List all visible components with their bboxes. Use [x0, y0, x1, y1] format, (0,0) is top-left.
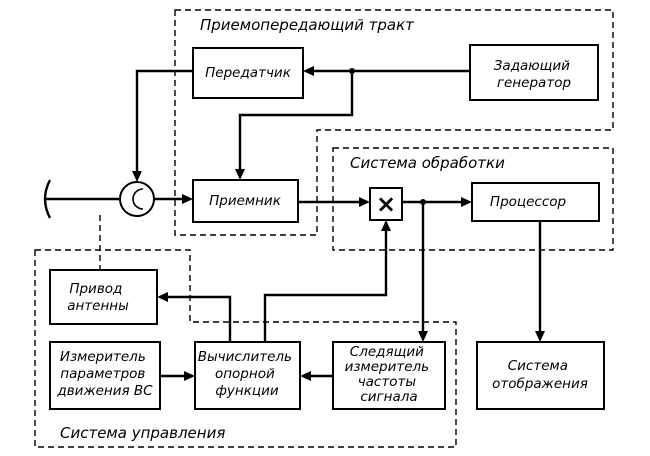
- motion-meter-label: Измеритель параметров движения ВС: [56, 349, 153, 399]
- transceiver-group-border: [174, 9, 614, 236]
- display-block: [476, 341, 605, 410]
- calc-to-antenna-drive-line: [167, 295, 232, 342]
- transmitter-label: Передатчик: [205, 65, 292, 81]
- antenna-drive-block: [49, 269, 158, 325]
- arrow-into-receiver-top: [235, 169, 245, 180]
- transmitter-block: [192, 47, 304, 99]
- processing-group-border: [332, 147, 614, 251]
- arrow-into-freq-tracker: [418, 331, 428, 342]
- transmitter-to-circulator-line: [135, 69, 193, 172]
- mixer-symbol: ×: [376, 190, 396, 218]
- antenna-dish-icon: [43, 179, 52, 219]
- transceiver-group-title: Приемопередающий тракт: [200, 16, 415, 34]
- processing-group-title: Система обработки: [350, 154, 505, 172]
- receiver-label: Приемник: [209, 193, 282, 209]
- reference-calc-block: [194, 341, 301, 410]
- circulator-icon: [119, 181, 155, 217]
- control-group-title: Система управления: [60, 424, 225, 442]
- arrow-into-calc-left: [184, 371, 195, 381]
- circulator-arrow-icon: [132, 188, 144, 210]
- arrow-into-receiver-left: [182, 194, 193, 204]
- arrow-into-calc-right: [300, 371, 311, 381]
- arrow-into-circulator: [132, 171, 142, 182]
- calc-to-mixer-line: [263, 230, 388, 342]
- oscillator-label: Задающий генератор: [494, 58, 574, 91]
- display-label: Система отображения: [492, 358, 588, 392]
- arrow-into-display: [535, 331, 545, 342]
- processor-label: Процессор: [490, 194, 566, 210]
- control-group-border: [34, 249, 457, 448]
- arrow-into-mixer-bottom: [381, 220, 391, 231]
- arrow-into-mixer: [359, 197, 370, 207]
- arrow-into-processor: [461, 197, 472, 207]
- oscillator-to-receiver-line: [238, 71, 354, 170]
- arrow-into-antenna-drive: [157, 292, 168, 302]
- oscillator-block: [469, 44, 599, 101]
- reference-calc-label: Вычислитель опорной функции: [198, 349, 297, 399]
- arrow-into-transmitter: [303, 66, 314, 76]
- antenna-drive-label: Привод антенны: [67, 281, 129, 314]
- freq-tracker-label: Следящий измеритель частоты сигнала: [345, 344, 434, 405]
